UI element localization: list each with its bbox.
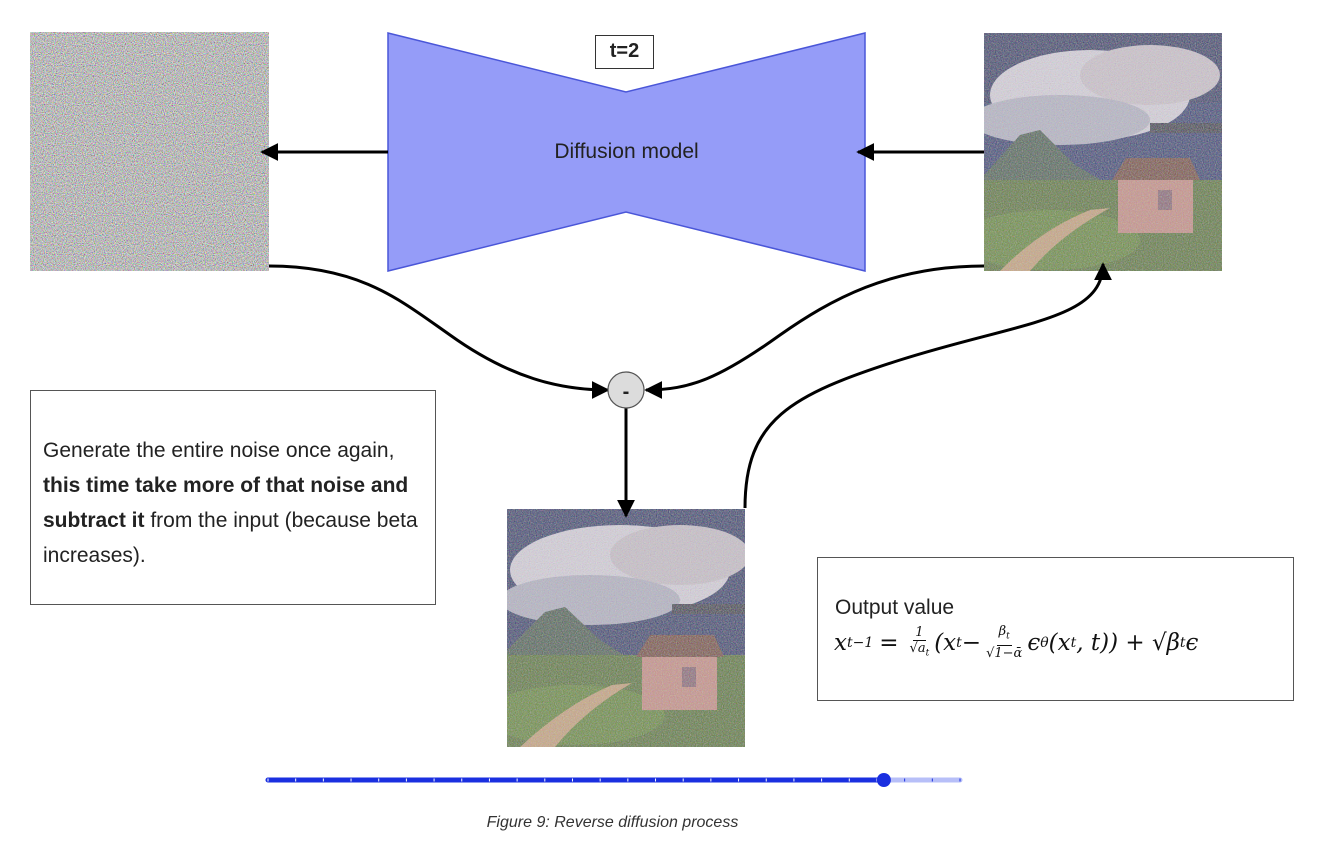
curve-input-to-operator [644,264,985,399]
frac2-num: βt [996,624,1012,646]
frac2-num-sub: t [1006,631,1010,642]
formula-frac1: 1 √at [908,625,932,662]
formula-eps-sub: θ [1040,634,1049,651]
frac2-den: √1−ᾱ [986,645,1023,661]
formula-args-end: , t)) + √β [1076,629,1180,656]
denoised-output-image [507,509,745,747]
formula-mid-sub: t [956,634,962,651]
frac1-num: 1 [913,624,926,641]
formula-lhs-sub: t−1 [846,634,874,651]
formula-frac2: βt √1−ᾱ [984,624,1024,662]
formula-eps: ϵ [1027,629,1041,656]
formula-equals: = [879,629,899,656]
output-label: Output value [835,596,955,619]
noisy-input-image [984,33,1222,271]
curve-output-to-input [743,262,1112,509]
slider-ticks [267,778,961,782]
timestep-slider[interactable] [265,773,963,787]
model-label: Diffusion model [554,140,699,163]
formula-args-sub: t [1070,634,1077,651]
slider-thumb[interactable] [876,773,891,787]
explanation-line1: Generate the entire noise once again, [43,439,395,462]
subtract-operator [607,371,645,409]
explanation-box: Generate the entire noise once again, thi… [30,390,436,605]
formula-args: (x [1048,629,1071,656]
frac1-den-text: √a [909,640,926,656]
frac1-den: √at [908,641,932,662]
explanation-text: Generate the entire noise once again, thi… [43,433,428,573]
explanation-rest: from the input (because beta increases). [43,509,418,567]
frac2-num-text: β [998,624,1007,639]
formula-beta-sub: t [1179,634,1186,651]
frac1-den-sub: t [925,648,930,659]
formula-minus: − [961,629,982,656]
formula-end: ϵ [1185,629,1199,656]
figure-caption: Figure 9: Reverse diffusion process [486,814,739,831]
formula-mid: (x [934,629,957,656]
diffusion-model-shape [387,32,866,272]
curve-noise-to-operator [268,264,610,399]
noise-image [30,32,269,271]
formula-lhs: x [834,629,847,656]
explanation-bold: this time take more of that noise and su… [43,474,409,532]
timestep-label: t=2 [595,35,654,69]
subtract-symbol: - [623,381,630,403]
